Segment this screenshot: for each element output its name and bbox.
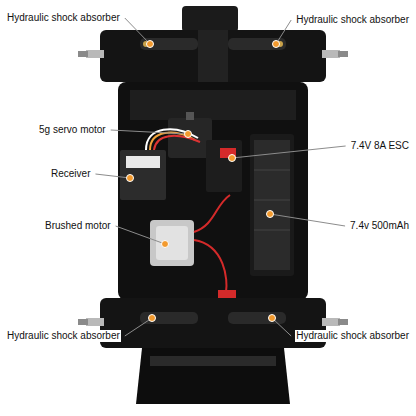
leader-line	[95, 174, 130, 178]
callout-dot	[147, 41, 154, 48]
part-label: Receiver	[50, 168, 91, 180]
callout-dot	[229, 155, 236, 162]
callout-dot	[267, 211, 274, 218]
callout-dot	[185, 131, 192, 138]
leader-line	[232, 146, 346, 158]
part-label: Hydraulic shock absorber	[295, 14, 410, 26]
leader-line	[276, 20, 291, 44]
leader-line	[125, 18, 150, 44]
part-label: 7.4V 8A ESC	[350, 140, 410, 152]
part-label: Brushed motor	[44, 220, 112, 232]
part-label: Hydraulic shock absorber	[295, 330, 410, 342]
callout-dot	[162, 241, 169, 248]
callout-dot	[149, 315, 156, 322]
part-label: 5g servo motor	[38, 124, 107, 136]
callout-dot	[273, 41, 280, 48]
leader-line	[111, 130, 188, 134]
callout-dot	[269, 315, 276, 322]
leader-line	[116, 226, 165, 244]
leader-line	[270, 214, 345, 226]
leader-line	[125, 318, 152, 336]
callout-dot	[127, 175, 134, 182]
part-label: Hydraulic shock absorber	[6, 330, 121, 342]
part-label: 7.4v 500mAh	[349, 220, 410, 232]
part-label: Hydraulic shock absorber	[6, 12, 121, 24]
